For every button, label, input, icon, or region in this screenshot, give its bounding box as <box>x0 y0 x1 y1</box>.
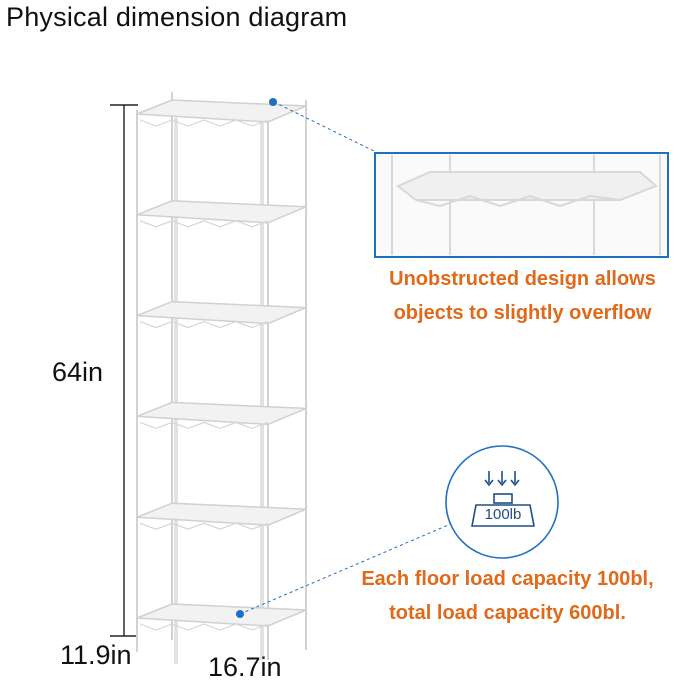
wire-shelf-rack <box>136 92 307 664</box>
design-callout-line1: Unobstructed design allows <box>389 268 656 290</box>
shelf-tier <box>136 200 307 224</box>
shelves <box>136 99 307 631</box>
shelf-wire-truss <box>139 623 269 631</box>
load-badge <box>445 445 559 559</box>
shelf-tier <box>136 603 307 627</box>
load-callout-line2: total load capacity 600bl. <box>389 602 626 624</box>
shelf-tier <box>136 401 307 426</box>
load-callout-line1: Each floor load capacity 100bl, <box>361 568 654 590</box>
zoom-point-top <box>269 98 277 106</box>
shelf-tier <box>136 300 307 325</box>
design-callout-line2: objects to slightly overflow <box>393 302 652 324</box>
load-badge-label: 100lb <box>484 506 522 523</box>
detail-inset <box>374 152 669 258</box>
shelf-wire-truss <box>139 320 269 329</box>
shelf-wire-truss <box>139 119 269 127</box>
height-dimension-line <box>110 104 138 637</box>
shelf-tier <box>136 99 307 123</box>
depth-dimension: 11.9in <box>60 640 132 670</box>
diagram-title: Physical dimension diagram <box>6 2 348 32</box>
width-dimension: 16.7in <box>208 652 282 682</box>
shelf-wire-truss <box>139 220 269 228</box>
design-callout: Unobstructed design allows objects to sl… <box>370 262 675 330</box>
shelf-tier <box>136 502 307 526</box>
shelf-wire-truss <box>139 421 269 430</box>
shelf-wire-truss <box>139 522 269 530</box>
load-callout: Each floor load capacity 100bl, total lo… <box>350 562 665 630</box>
zoom-connector <box>239 101 461 615</box>
height-dimension: 64in <box>52 357 104 387</box>
zoom-point-bottom <box>236 610 244 618</box>
